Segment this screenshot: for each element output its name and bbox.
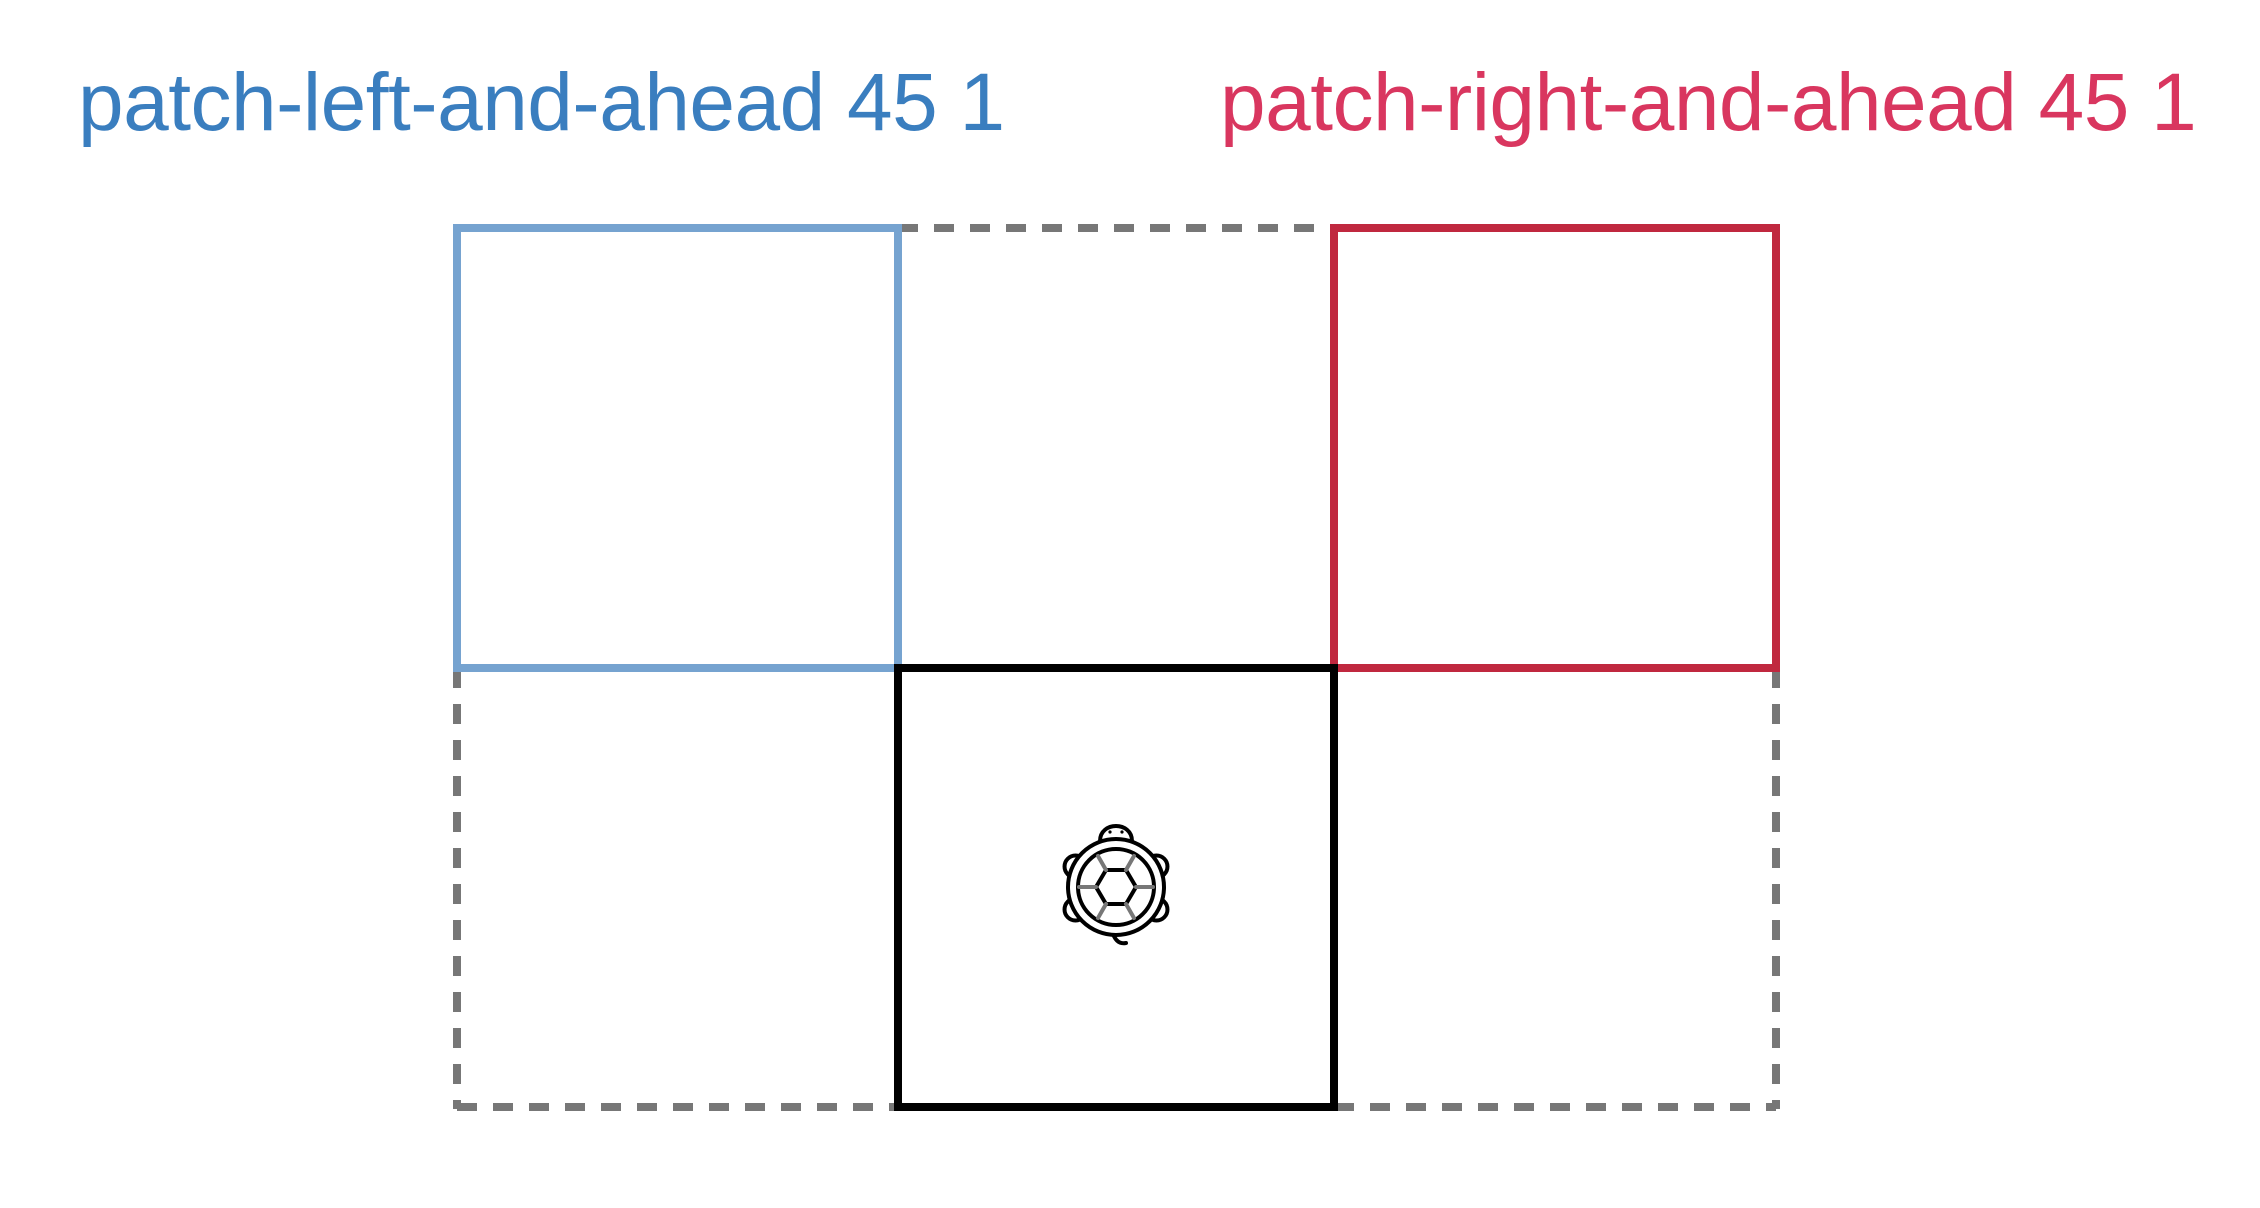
patch-left-ahead-box xyxy=(453,224,902,672)
turtle-icon xyxy=(1062,824,1170,946)
patch-left-and-ahead-label: patch-left-and-ahead 45 1 xyxy=(78,57,1005,148)
neighbor-grid-dashed xyxy=(453,224,1780,1111)
patch-right-and-ahead-label: patch-right-and-ahead 45 1 xyxy=(1220,57,2197,148)
patch-right-ahead-box xyxy=(1330,224,1780,672)
current-patch-box xyxy=(894,664,1338,1111)
